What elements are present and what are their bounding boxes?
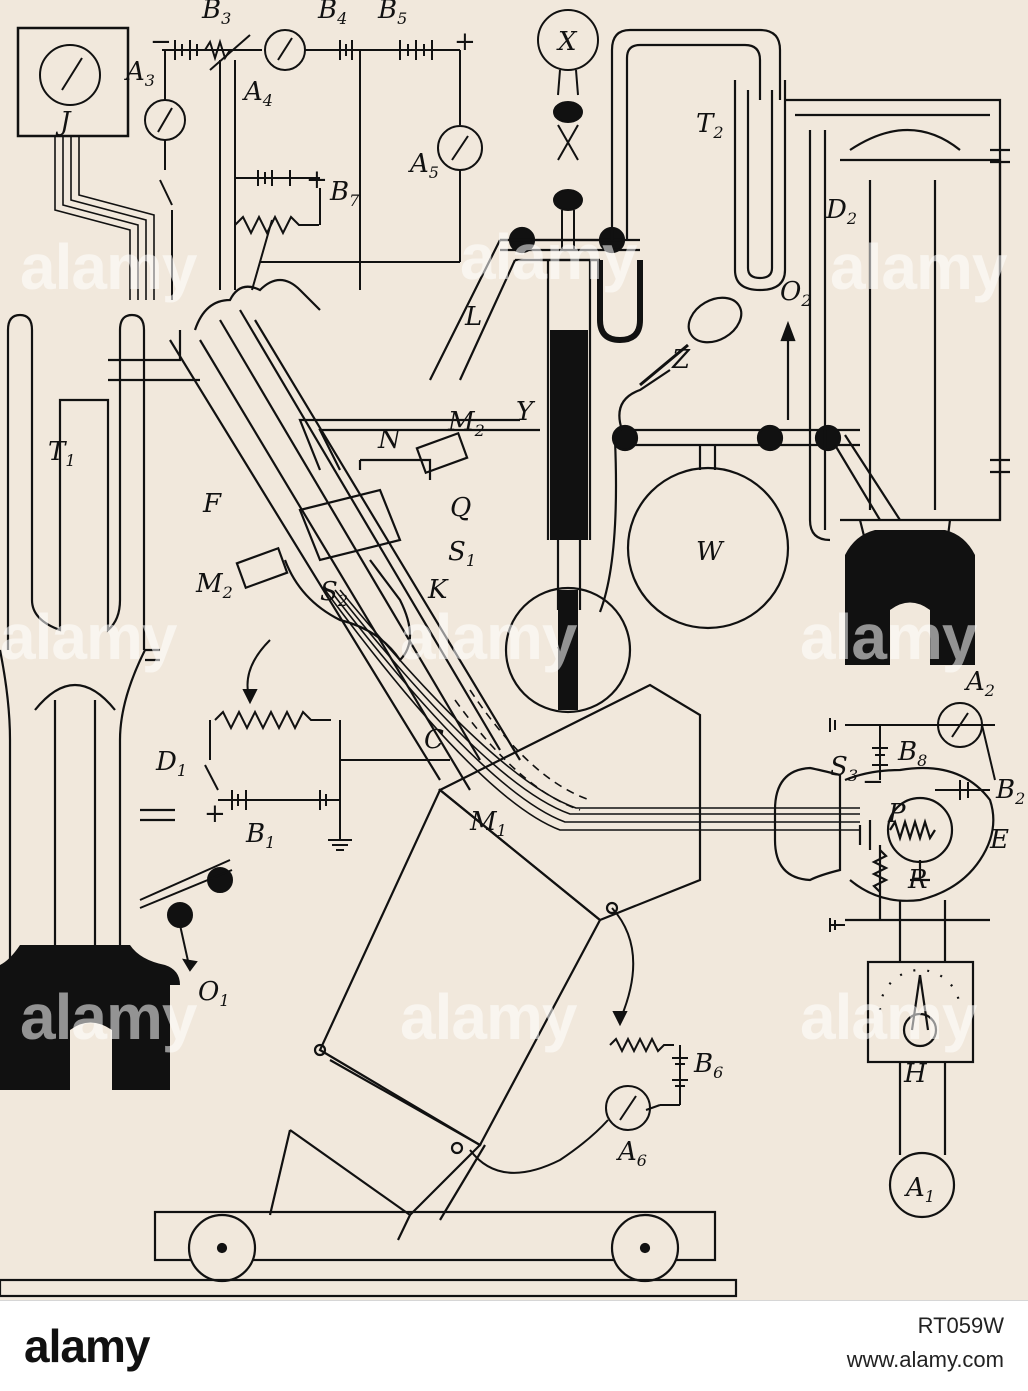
battery-b8-b2-meter-a2 bbox=[829, 702, 996, 932]
stock-footer: alamy RT059W www.alamy.com bbox=[0, 1300, 1028, 1391]
label-t2: T2 bbox=[696, 109, 724, 142]
label-a1: A1 bbox=[904, 1173, 935, 1206]
label-s1: S1 bbox=[448, 537, 476, 570]
label-plus-b1: + bbox=[204, 799, 226, 829]
label-k: K bbox=[427, 575, 449, 605]
label-o1: O1 bbox=[198, 977, 230, 1010]
diagram-labels: B3 B4 B5 A3 A4 A5 J X T2 D2 B7 O2 L Z Y … bbox=[48, 0, 1025, 1206]
label-a3: A3 bbox=[124, 57, 155, 90]
label-s2: S2 bbox=[320, 577, 348, 610]
stopcock-network bbox=[611, 296, 901, 630]
label-a5: A5 bbox=[408, 149, 439, 182]
gauge-x bbox=[537, 9, 599, 250]
label-a4: A4 bbox=[242, 77, 273, 110]
label-m2-top: M2 bbox=[447, 407, 485, 440]
collector-assembly bbox=[773, 766, 995, 1219]
manometer-y bbox=[500, 226, 643, 714]
label-q: Q bbox=[450, 493, 471, 523]
label-z: Z bbox=[671, 345, 691, 375]
label-b7: B7 bbox=[329, 177, 360, 210]
label-l: L bbox=[464, 302, 482, 332]
label-r: R bbox=[907, 865, 928, 895]
diagram-canvas: B3 B4 B5 A3 A4 A5 J X T2 D2 B7 O2 L Z Y … bbox=[0, 0, 1025, 1298]
battery-network bbox=[144, 29, 483, 300]
label-b3: B3 bbox=[201, 0, 231, 28]
label-s3: S3 bbox=[830, 752, 858, 785]
label-w: W bbox=[696, 537, 725, 567]
label-h: H bbox=[903, 1059, 928, 1089]
trap-t1 bbox=[0, 313, 200, 980]
trap-t2-pump-d2 bbox=[610, 28, 1010, 561]
label-e: E bbox=[989, 825, 1009, 855]
label-o2: O2 bbox=[780, 277, 812, 310]
label-f: F bbox=[202, 489, 222, 519]
label-b5: B5 bbox=[377, 0, 407, 28]
image-id: RT059W bbox=[917, 1313, 1004, 1338]
label-y: Y bbox=[516, 397, 536, 427]
label-d1: D1 bbox=[155, 747, 187, 780]
label-b6: B6 bbox=[693, 1049, 723, 1082]
label-minus-b3: − bbox=[150, 27, 172, 57]
label-b1: B1 bbox=[245, 819, 275, 852]
site-url[interactable]: www.alamy.com bbox=[846, 1347, 1004, 1372]
stopcock-o1 bbox=[139, 859, 233, 972]
label-d2: D2 bbox=[825, 195, 857, 228]
label-j: J bbox=[55, 107, 72, 137]
pump-base-left bbox=[0, 945, 180, 1090]
label-a6: A6 bbox=[616, 1137, 647, 1170]
battery-b1 bbox=[204, 639, 450, 851]
label-v: V bbox=[556, 643, 577, 673]
brand-logo: alamy bbox=[24, 1320, 150, 1372]
magnet-m1 bbox=[268, 683, 702, 1241]
cart bbox=[0, 1210, 738, 1298]
apparatus-diagram: B3 B4 B5 A3 A4 A5 J X T2 D2 B7 O2 L Z Y … bbox=[0, 0, 1026, 1298]
label-plus-b7: + bbox=[306, 165, 328, 195]
ion-beam bbox=[324, 589, 860, 831]
label-b4: B4 bbox=[317, 0, 347, 28]
label-x: X bbox=[556, 27, 578, 57]
label-minus-b8: − bbox=[862, 767, 884, 797]
label-t1: T1 bbox=[48, 437, 76, 470]
pump-base-right bbox=[845, 530, 975, 665]
label-a2: A2 bbox=[964, 667, 995, 700]
label-m2-bottom: M2 bbox=[195, 569, 233, 602]
label-plus-b5: + bbox=[454, 27, 476, 57]
battery-b6-meter-a6 bbox=[469, 907, 688, 1174]
label-b8: B8 bbox=[897, 737, 927, 770]
label-n: N bbox=[377, 425, 402, 455]
label-b2: B2 bbox=[995, 775, 1025, 808]
label-p: P bbox=[887, 799, 906, 829]
cable-bundle bbox=[54, 136, 155, 300]
meter-j bbox=[16, 26, 130, 138]
label-m1: M1 bbox=[469, 807, 507, 840]
label-c: C bbox=[424, 725, 444, 755]
